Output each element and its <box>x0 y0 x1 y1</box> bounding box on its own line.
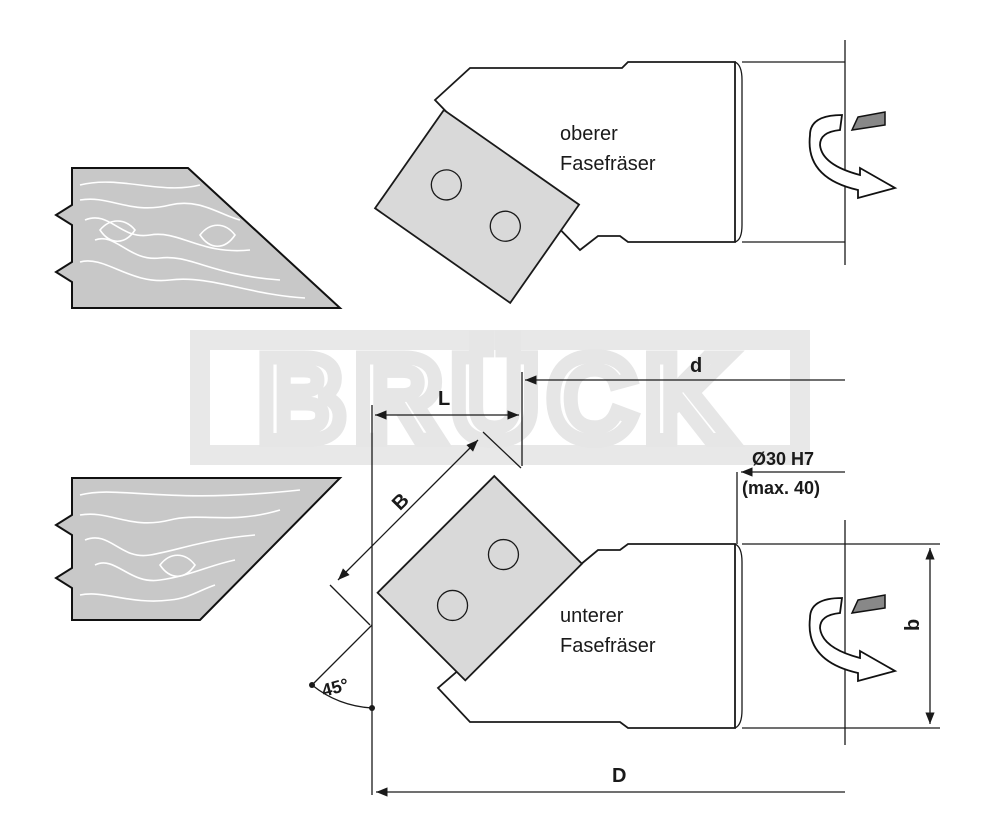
upper-workpiece <box>54 167 343 309</box>
angle-label: 45° <box>319 674 350 700</box>
dimension-d <box>521 372 845 466</box>
angle-indicator <box>309 624 375 711</box>
upper-cutter <box>373 40 898 305</box>
bore-max-label: (max. 40) <box>742 478 820 498</box>
bore-dimension <box>736 467 845 544</box>
bore-label: Ø30 H7 <box>752 449 814 469</box>
lower-cutter-label-line1: unterer <box>560 605 624 627</box>
dim-B-label: B <box>388 489 414 515</box>
upper-cutter-label-line1: oberer <box>560 123 618 145</box>
upper-cutter-label-line2: Fasefräser <box>560 153 656 175</box>
watermark-text: BRÜCK <box>258 332 741 466</box>
dimension-B <box>329 431 522 626</box>
dim-L-label: L <box>438 388 450 410</box>
dim-b-label: b <box>902 619 924 631</box>
watermark: BRÜCK <box>190 325 810 473</box>
lower-cutter-label-line2: Fasefräser <box>560 635 656 657</box>
lower-cutter <box>376 474 940 745</box>
dim-d-label: d <box>690 355 702 377</box>
lower-workpiece <box>54 477 343 621</box>
dim-D-label: D <box>612 765 626 787</box>
